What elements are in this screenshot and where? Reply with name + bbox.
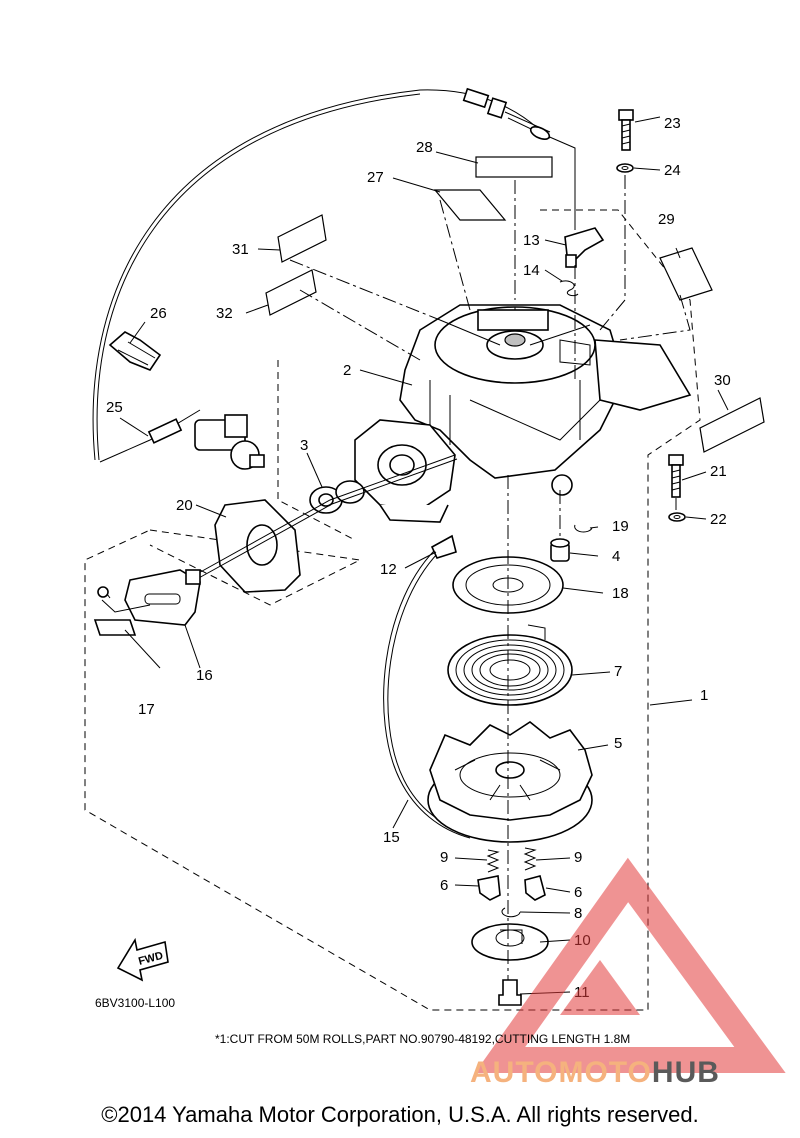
part-6-pawls — [477, 875, 546, 901]
watermark-text: AUTOMOTOHUB — [470, 1056, 720, 1090]
watermark-part-b: HUB — [651, 1056, 720, 1089]
callout-23: 23 — [664, 115, 681, 132]
part-8-clip — [501, 907, 521, 918]
callout-numbers: 23 24 28 27 31 32 13 14 29 30 2 3 20 26 … — [106, 115, 731, 1001]
callout-25: 25 — [106, 399, 123, 416]
part-20-rubber-boot — [214, 499, 301, 593]
part-4-collar — [550, 538, 570, 562]
part-5-sheave-drum — [427, 721, 593, 843]
callout-20: 20 — [176, 497, 193, 514]
callout-31: 31 — [232, 241, 249, 258]
callout-29: 29 — [658, 211, 675, 228]
callout-6-right: 6 — [574, 884, 582, 901]
part-2-recoil-housing — [399, 304, 692, 496]
callout-32: 32 — [216, 305, 233, 322]
part-9-springs — [486, 847, 537, 873]
callout-18: 18 — [612, 585, 629, 602]
part-10-drive-plate — [471, 923, 549, 961]
callout-21: 21 — [710, 463, 727, 480]
part-13-cam — [564, 227, 605, 268]
callout-12: 12 — [380, 561, 397, 578]
callout-22: 22 — [710, 511, 727, 528]
callout-9-right: 9 — [574, 849, 582, 866]
leader-lines — [119, 116, 729, 995]
callout-24: 24 — [664, 162, 681, 179]
part-32-label — [265, 269, 317, 316]
callout-6-left: 6 — [440, 877, 448, 894]
callout-3: 3 — [300, 437, 308, 454]
drawing-code: 6BV3100-L100 — [95, 996, 176, 1010]
callout-27: 27 — [367, 169, 384, 186]
part-7-spiral-spring — [447, 624, 573, 706]
copyright-notice: ©2014 Yamaha Motor Corporation, U.S.A. A… — [101, 1102, 699, 1127]
assembly-axis-lines — [289, 175, 691, 980]
callout-2: 2 — [343, 362, 351, 379]
part-23-bolt — [618, 109, 634, 151]
part-24-washer — [616, 163, 634, 173]
watermark-logo-icon — [474, 857, 786, 1073]
callout-14: 14 — [523, 262, 540, 279]
callout-26: 26 — [150, 305, 167, 322]
assembly-boundary-1 — [84, 209, 701, 1011]
callout-28: 28 — [416, 139, 433, 156]
part-16-starter-handle — [124, 569, 201, 626]
callout-15: 15 — [383, 829, 400, 846]
part-21-bolt — [668, 454, 684, 498]
callout-8: 8 — [574, 905, 582, 922]
part-27-label — [433, 189, 507, 221]
part-31-label — [277, 214, 327, 263]
cable-end-top — [462, 87, 551, 140]
callout-4: 4 — [612, 548, 620, 565]
part-14-spring — [559, 280, 579, 297]
part-30-label — [699, 397, 765, 453]
callout-5: 5 — [614, 735, 622, 752]
part-26-clamp — [108, 331, 162, 371]
part-17-clip — [93, 586, 151, 636]
fwd-arrow-icon: FWD — [116, 937, 169, 982]
part-19-circlip — [574, 524, 593, 533]
callout-1: 1 — [700, 687, 708, 704]
part-29-label — [659, 247, 713, 301]
callout-17: 17 — [138, 701, 155, 718]
part-28-label — [475, 156, 553, 178]
callout-19: 19 — [612, 518, 629, 535]
part-handle-guide — [354, 419, 456, 523]
callout-7: 7 — [614, 663, 622, 680]
callout-30: 30 — [714, 372, 731, 389]
callout-16: 16 — [196, 667, 213, 684]
footnote: *1:CUT FROM 50M ROLLS,PART NO.90790-4819… — [215, 1032, 631, 1046]
callout-13: 13 — [523, 232, 540, 249]
part-25-cable — [99, 409, 265, 470]
part-22-washer — [668, 512, 686, 522]
part-11-bolt — [498, 979, 522, 1006]
watermark-part-a: AUTOMOTO — [470, 1056, 652, 1089]
callout-9-left: 9 — [440, 849, 448, 866]
